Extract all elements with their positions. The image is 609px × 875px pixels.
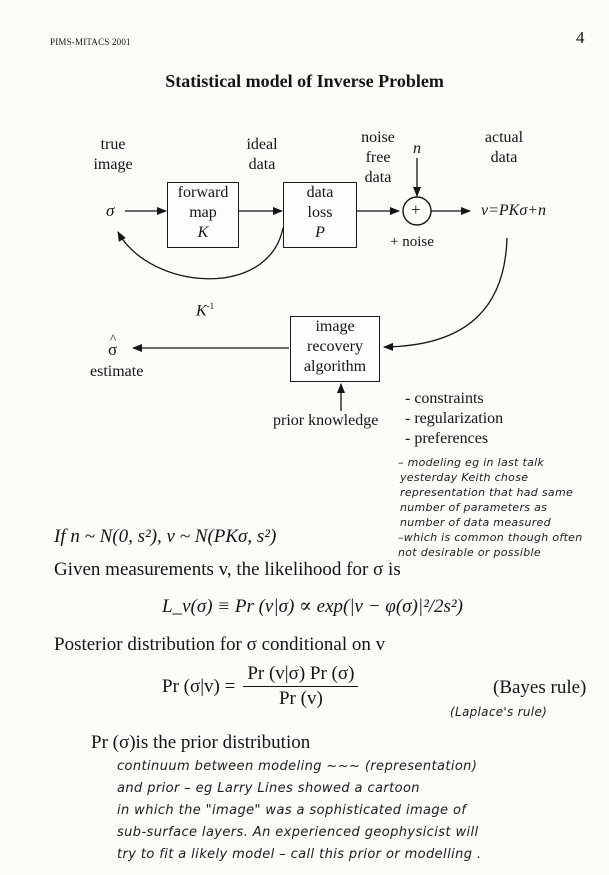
page-number: 4: [576, 28, 585, 47]
data-loss-box: data loss P: [283, 182, 357, 248]
prior-item: - constraints: [405, 390, 484, 407]
forward-map-box: forward map K: [167, 182, 239, 248]
posterior-line: Posterior distribution for σ conditional…: [54, 634, 386, 655]
arrow-k-inverse-arc: [117, 227, 284, 280]
label-estimate: estimate: [90, 363, 144, 380]
label-sigma-hat: σ: [108, 340, 118, 359]
bayes-rule-label: (Bayes rule): [493, 677, 587, 698]
prior-item: - preferences: [405, 430, 489, 447]
arrow-output-to-recovery: [383, 237, 508, 351]
likelihood-equation: L_v(σ) ≡ Pr (v|σ) ∝ exp(|v − φ(σ)|²/2s²): [162, 596, 463, 617]
hat-symbol: ^: [110, 331, 117, 346]
label-k-inverse: K-1: [196, 301, 215, 320]
posterior-fraction: Pr (v|σ) Pr (σ) Pr (v): [243, 662, 359, 711]
label-noise-n: n: [413, 140, 421, 157]
posterior-equation: Pr (σ|v) = Pr (v|σ) Pr (σ) Pr (v): [162, 662, 359, 711]
plus-sign: +: [411, 200, 421, 219]
header-label: PIMS-MITACS 2001: [50, 37, 131, 47]
prior-distribution-line: Pr (σ)is the prior distribution: [91, 732, 311, 753]
label-output-equation: v=PKσ+n: [481, 202, 547, 219]
laplace-note: (Laplace's rule): [450, 705, 548, 719]
handwritten-note-right: – modeling eg in last talk yesterday Kei…: [398, 456, 583, 559]
prior-list: - constraints - regularization - prefere…: [405, 389, 503, 449]
label-prior-knowledge: prior knowledge: [273, 412, 379, 429]
label-sigma: σ: [106, 201, 115, 220]
if-distribution-line: If n ~ N(0, s²), v ~ N(PKσ, s²): [54, 526, 277, 547]
handwritten-note-bottom: continuum between modeling ~~~ (represen…: [117, 759, 482, 862]
prior-item: - regularization: [405, 410, 504, 427]
image-recovery-box: image recovery algorithm: [290, 316, 380, 382]
given-measurements-line: Given measurements v, the likelihood for…: [54, 559, 401, 580]
page-title: Statistical model of Inverse Problem: [165, 71, 444, 91]
label-plus-noise: + noise: [390, 234, 434, 250]
